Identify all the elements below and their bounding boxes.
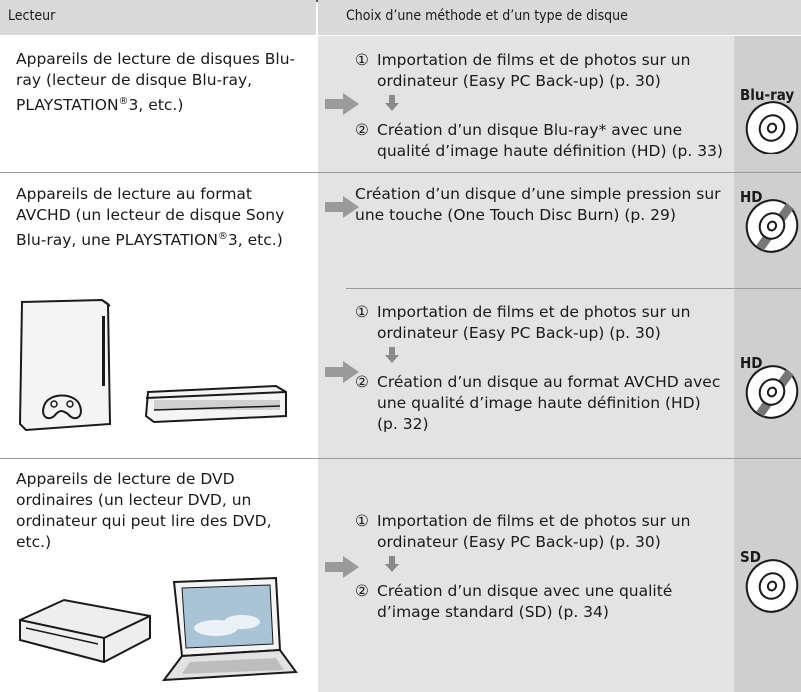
step-text: Création d’un disque au format AVCHD ave… <box>377 373 721 433</box>
arrow-down-icon <box>385 556 399 572</box>
step-number: ② <box>355 582 369 600</box>
step-text: Importation de films et de photos sur un… <box>377 51 691 90</box>
header-right-cell: Choix d’une méthode et d’un type de disq… <box>318 0 801 35</box>
step-text: Importation de films et de photos sur un… <box>377 303 691 342</box>
arrow-down-icon <box>385 95 399 111</box>
row3-step1: ① Importation de films et de photos sur … <box>355 511 725 553</box>
sd-disc-icon: SD <box>740 548 799 613</box>
disc-label: Blu-ray <box>740 86 794 104</box>
row2-step1: ① Importation de films et de photos sur … <box>355 302 725 344</box>
header-left-cell: Lecteur <box>0 0 316 35</box>
step-number: ① <box>355 512 369 530</box>
arrow-right-icon <box>325 361 359 383</box>
row3-steps: ① Importation de films et de photos sur … <box>355 511 725 623</box>
arrow-right-icon <box>325 556 359 578</box>
row-separator-1 <box>0 172 801 173</box>
arrow-right-icon <box>325 196 359 218</box>
hd-disc-icon: HD <box>740 354 799 419</box>
step-number: ② <box>355 373 369 391</box>
header-player-label: Lecteur <box>8 8 56 24</box>
gray-column <box>318 36 734 692</box>
row-separator-2a <box>346 288 801 289</box>
row1-step2: ② Création d’un disque Blu-ray* avec une… <box>355 120 725 162</box>
step-number: ① <box>355 303 369 321</box>
row-separator-2 <box>0 458 801 459</box>
arrow-right-icon <box>325 93 359 115</box>
row2-step2: ② Création d’un disque au format AVCHD a… <box>355 372 725 435</box>
dvd-player-and-laptop-illustration <box>19 576 298 682</box>
player-bluray-text: Appareils de lecture de disques Blu-ray … <box>16 50 296 115</box>
disc-label: HD <box>740 354 763 372</box>
player-dvd-text: Appareils de lecture de DVD ordinaires (… <box>16 470 272 551</box>
step-text: Création d’un disque avec une qualité d’… <box>377 582 673 621</box>
step-text: Création d’un disque Blu-ray* avec une q… <box>377 121 723 160</box>
row1-steps: ① Importation de films et de photos sur … <box>355 50 725 162</box>
disc-label: SD <box>740 548 761 566</box>
hd-disc-icon: HD <box>740 188 799 253</box>
disc-label: HD <box>740 188 763 206</box>
step-number: ① <box>355 51 369 69</box>
bluray-disc-icon: Blu-ray <box>740 86 799 154</box>
step-text: Importation de films et de photos sur un… <box>377 512 691 551</box>
ps3-and-player-illustration <box>18 298 287 432</box>
step-number: ② <box>355 121 369 139</box>
player-avchd-text: Appareils de lecture au format AVCHD (un… <box>16 185 285 250</box>
row1-step1: ① Importation de films et de photos sur … <box>355 50 725 92</box>
arrow-down-icon <box>385 347 399 363</box>
row2-steps: ① Importation de films et de photos sur … <box>355 302 725 435</box>
row2-option-a: Création d’un disque d’une simple pressi… <box>355 185 721 224</box>
row3-step2: ② Création d’un disque avec une qualité … <box>355 581 725 623</box>
header-method-label: Choix d’une méthode et d’un type de disq… <box>346 8 628 24</box>
